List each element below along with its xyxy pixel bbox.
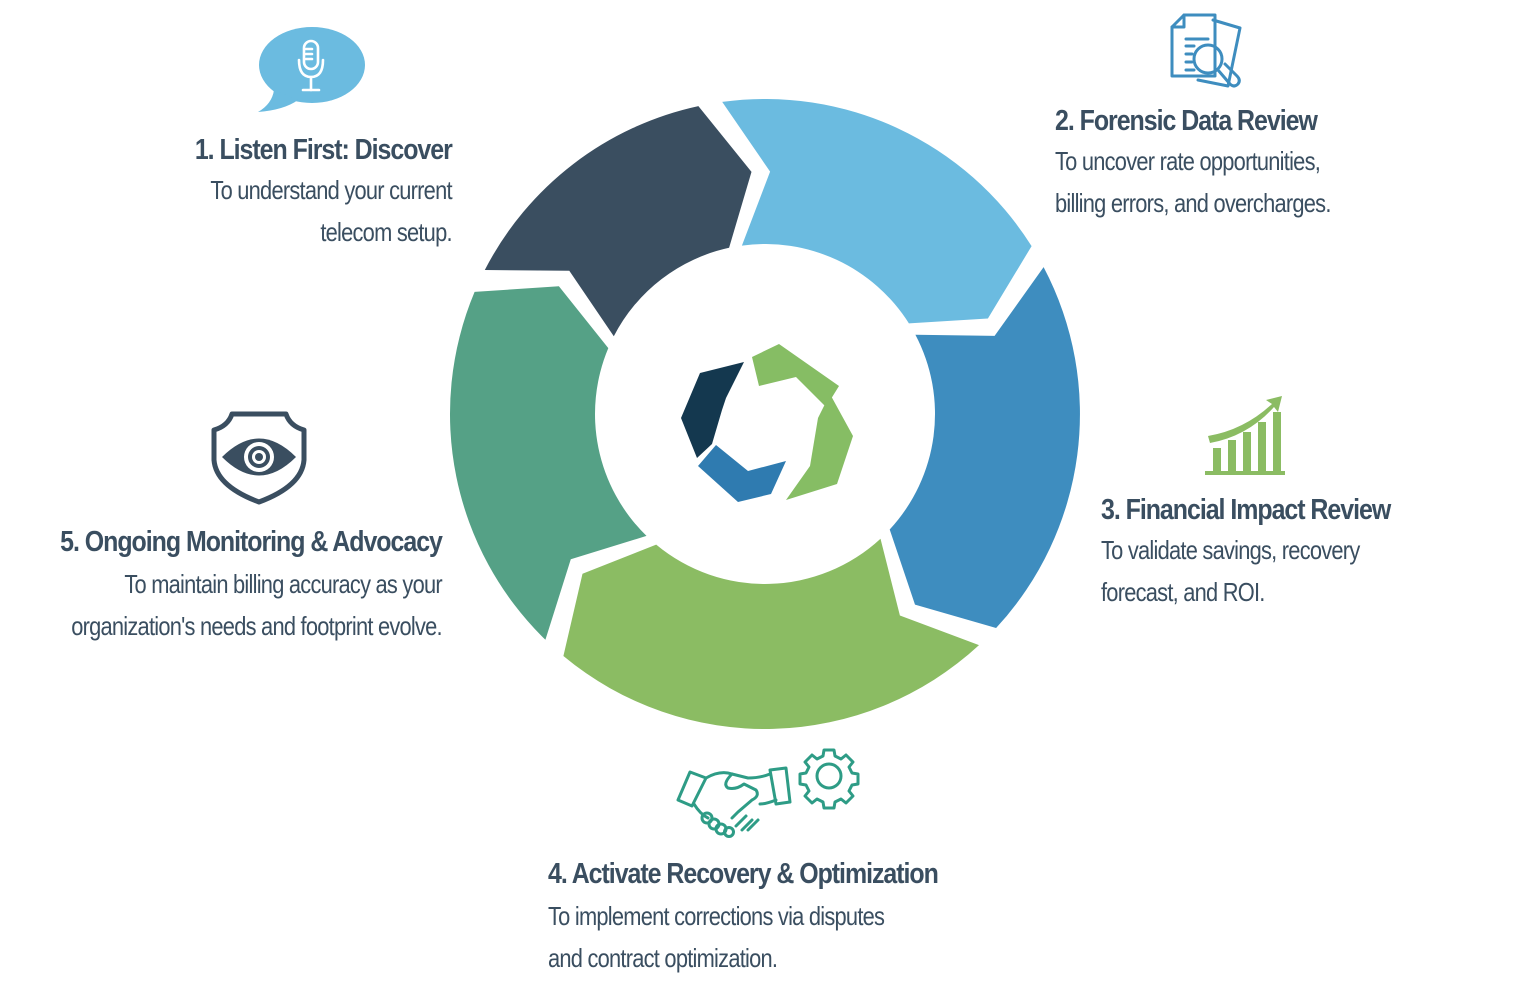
step-1: 1. Listen First: Discover To understand …	[153, 134, 453, 253]
step-5: 5. Ongoing Monitoring & Advocacy To main…	[0, 526, 443, 647]
step-3-title: 3. Financial Impact Review	[1101, 494, 1391, 526]
step-2-desc-line-2: billing errors, and overcharges.	[1055, 188, 1331, 218]
step-3: 3. Financial Impact Review To validate s…	[1101, 494, 1437, 613]
handshake-gear-icon	[676, 744, 862, 844]
cycle-segment-3	[563, 538, 979, 729]
step-1-desc-line-1: To understand your current	[210, 175, 453, 205]
cycle-segment-4	[449, 286, 647, 640]
step-2: 2. Forensic Data Review To uncover rate …	[1055, 105, 1383, 224]
growth-chart-icon	[1204, 392, 1288, 476]
cycle-segment-2	[889, 267, 1080, 628]
logo-piece-navy	[681, 362, 744, 458]
step-1-title: 1. Listen First: Discover	[195, 134, 453, 166]
center-logo	[681, 344, 853, 502]
logo-piece-blue	[698, 445, 786, 502]
step-4-desc-line-1: To implement corrections via disputes	[548, 901, 885, 931]
step-4-desc-line-2: and contract optimization.	[548, 943, 778, 973]
step-2-desc-line-1: To uncover rate opportunities,	[1055, 146, 1321, 176]
step-4: 4. Activate Recovery & Optimization To i…	[548, 858, 1001, 979]
step-5-title: 5. Ongoing Monitoring & Advocacy	[60, 526, 443, 558]
step-1-desc-line-2: telecom setup.	[320, 217, 453, 247]
cycle-segment-5	[484, 106, 752, 337]
cycle-segment-1	[722, 98, 1032, 324]
step-3-desc-line-2: forecast, and ROI.	[1101, 577, 1265, 607]
logo-piece-green-right	[786, 394, 853, 500]
document-magnifier-icon	[1168, 10, 1250, 94]
shield-eye-icon	[210, 410, 308, 506]
step-3-desc-line-1: To validate savings, recovery	[1101, 535, 1360, 565]
step-5-desc-line-2: organization's needs and footprint evolv…	[71, 611, 443, 641]
step-2-title: 2. Forensic Data Review	[1055, 105, 1318, 137]
step-4-title: 4. Activate Recovery & Optimization	[548, 858, 939, 890]
step-5-desc-line-1: To maintain billing accuracy as your	[124, 569, 442, 599]
logo-piece-green-top	[752, 344, 839, 407]
microphone-speech-bubble-icon	[254, 24, 366, 114]
